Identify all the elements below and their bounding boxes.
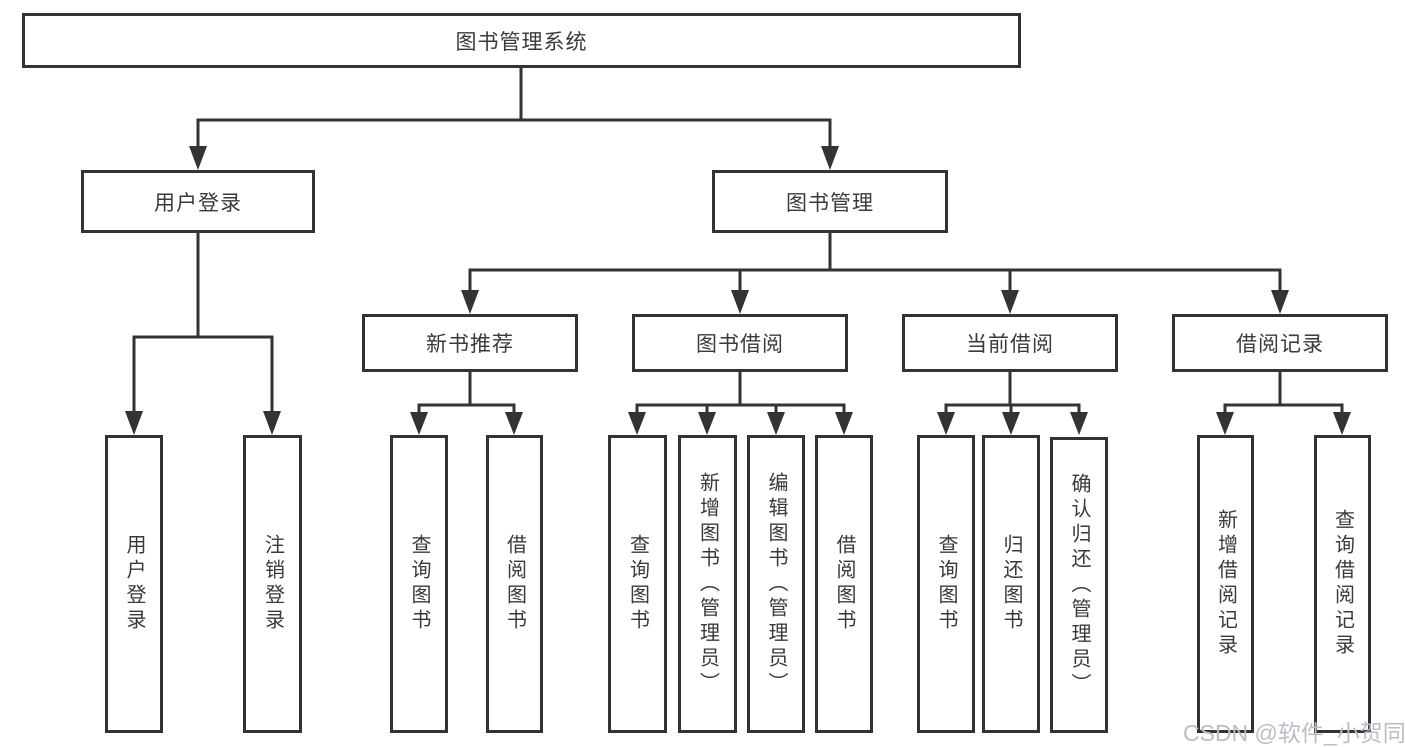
leaf-logout-label: 注销登录 [261, 534, 284, 634]
leaf-add-book-admin-label: 新增图书（管理员） [696, 471, 719, 697]
node-current-borrow-label: 当前借阅 [966, 333, 1054, 356]
node-book-borrow: 图书借阅 [632, 314, 848, 372]
node-library-system: 图书管理系统 [22, 13, 1021, 68]
leaf-query-books-recommend-label: 查询图书 [408, 534, 430, 634]
leaf-borrow-books-label: 借阅图书 [833, 534, 855, 634]
leaf-query-books-current: 查询图书 [917, 435, 975, 733]
leaf-user-login: 用户登录 [105, 435, 163, 733]
leaf-query-books-borrow-label: 查询图书 [626, 534, 649, 634]
leaf-logout: 注销登录 [243, 435, 302, 733]
node-book-management-label: 图书管理 [786, 191, 874, 215]
watermark: CSDN @软件_小贺同学 [1183, 720, 1405, 746]
node-user-login-label: 用户登录 [154, 191, 242, 215]
node-book-management: 图书管理 [712, 170, 948, 233]
node-new-book-recommend: 新书推荐 [362, 314, 578, 372]
leaf-edit-book-admin-label: 编辑图书（管理员） [765, 471, 787, 697]
node-new-book-recommend-label: 新书推荐 [426, 333, 514, 356]
node-book-borrow-label: 图书借阅 [696, 333, 784, 356]
node-borrow-records-label: 借阅记录 [1236, 333, 1324, 356]
node-user-login: 用户登录 [81, 170, 315, 233]
leaf-add-book-admin: 新增图书（管理员） [678, 435, 737, 733]
node-library-system-label: 图书管理系统 [455, 30, 588, 54]
leaf-confirm-return-admin: 确认归还（管理员） [1050, 437, 1108, 733]
leaf-query-books-current-label: 查询图书 [935, 534, 957, 634]
node-current-borrow: 当前借阅 [902, 314, 1118, 372]
leaf-user-login-label: 用户登录 [123, 534, 145, 634]
leaf-return-books: 归还图书 [982, 435, 1040, 733]
leaf-borrow-books-recommend-label: 借阅图书 [503, 534, 526, 634]
leaf-query-borrow-record: 查询借阅记录 [1314, 435, 1371, 733]
leaf-edit-book-admin: 编辑图书（管理员） [747, 435, 805, 733]
leaf-query-borrow-record-label: 查询借阅记录 [1331, 509, 1354, 659]
leaf-borrow-books: 借阅图书 [815, 435, 873, 733]
leaf-return-books-label: 归还图书 [1000, 534, 1022, 634]
leaf-query-books-borrow: 查询图书 [608, 435, 667, 733]
node-borrow-records: 借阅记录 [1172, 314, 1388, 372]
leaf-borrow-books-recommend: 借阅图书 [486, 435, 543, 733]
leaf-query-books-recommend: 查询图书 [390, 435, 448, 733]
leaf-add-borrow-record: 新增借阅记录 [1197, 435, 1254, 733]
leaf-confirm-return-admin-label: 确认归还（管理员） [1068, 472, 1090, 698]
leaf-add-borrow-record-label: 新增借阅记录 [1214, 509, 1237, 659]
